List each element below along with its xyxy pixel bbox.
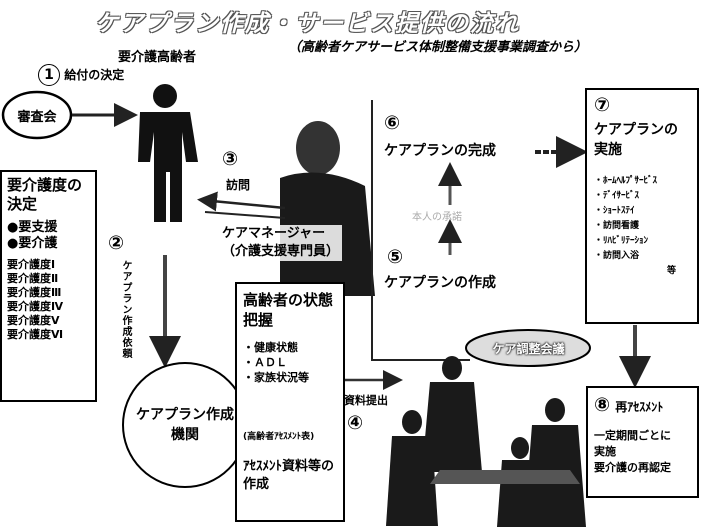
care-manager-icon — [280, 121, 375, 296]
level-item: 要介護度Ⅱ — [7, 272, 59, 285]
service-item: ・ﾃﾞｲｻｰﾋﾞｽ — [594, 191, 640, 201]
conference-people-icon — [386, 356, 586, 527]
reassess-line: 実施 — [594, 445, 616, 458]
service-item: ・ｼｮｰﾄｽﾃｲ — [594, 206, 635, 216]
step1-label: 給付の決定 — [64, 68, 125, 82]
assessment-footer: ｱｾｽﾒﾝﾄ資料等の作成 — [243, 459, 335, 492]
step8-title: 再ｱｾｽﾒﾝﾄ — [615, 400, 664, 414]
careplan-org-label: ケアプラン作成機関 — [136, 407, 234, 443]
service-item: ・訪問入浴 — [594, 251, 640, 261]
level-item: 要介護度Ⅵ — [7, 328, 64, 341]
step2-label: ケアプラン作成依頼 — [120, 260, 131, 359]
service-item: ・ﾘﾊﾋﾞﾘﾃｰｼｮﾝ — [594, 236, 649, 246]
decision-category-2: ●要介護 — [7, 236, 58, 251]
step5-label: ケアプランの作成 — [384, 275, 496, 291]
service-item: ・ﾎｰﾑﾍﾙﾌﾟｻｰﾋﾞｽ — [594, 176, 658, 186]
step5-number: ⑤ — [387, 246, 404, 268]
step7-number: ⑦ — [594, 94, 611, 116]
connector-manager-conference — [371, 100, 470, 361]
implement-box: ⑦ ケアプランの実施 ・ﾎｰﾑﾍﾙﾌﾟｻｰﾋﾞｽ ・ﾃﾞｲｻｰﾋﾞｽ ・ｼｮｰﾄ… — [585, 88, 699, 324]
elderly-label: 要介護高齢者 — [118, 50, 197, 65]
step6-number: ⑥ — [384, 112, 401, 134]
conference-label: ケア調整会議 — [492, 342, 565, 356]
step6-label: ケアプランの完成 — [384, 143, 496, 159]
service-item: ・訪問看護 — [594, 221, 640, 231]
assessment-item: ・健康状態 — [243, 341, 298, 354]
step3-label: 訪問 — [226, 178, 251, 192]
decision-title: 要介護度の決定 — [7, 176, 83, 213]
conference-oval — [465, 329, 591, 367]
service-etc: 等 — [666, 266, 676, 276]
assessment-note: (高齢者ｱｾｽﾒﾝﾄ表) — [243, 432, 315, 442]
level-item: 要介護度Ⅳ — [7, 300, 64, 313]
step8-number: ⑧ — [594, 394, 611, 416]
reassess-line: 要介護の再認定 — [594, 461, 671, 474]
decision-box: 要介護度の決定 ●要支援 ●要介護 要介護度Ⅰ 要介護度Ⅱ 要介護度Ⅲ 要介護度… — [0, 170, 97, 402]
step1-group: 1 給付の決定 — [38, 64, 124, 86]
reassess-line: 一定期間ごとに — [594, 429, 671, 442]
level-item: 要介護度Ⅴ — [7, 314, 60, 327]
step1-number: 1 — [38, 64, 60, 86]
elderly-person-icon — [138, 84, 198, 222]
assessment-title: 高齢者の状態把握 — [243, 291, 334, 329]
level-item: 要介護度Ⅰ — [7, 258, 56, 271]
diagram-subtitle: （高齢者ケアサービス体制整備支援事業調査から） — [288, 40, 588, 55]
step4-number: ④ — [347, 412, 364, 434]
consent-label: 本人の承諾 — [412, 212, 462, 223]
care-manager-label: ケアマネージャー（介護支援専門員） — [222, 225, 342, 261]
council-label: 審査会 — [17, 110, 57, 125]
diagram-title: ケアプラン作成・サービス提供の流れ — [95, 11, 520, 37]
assessment-item: ・ＡＤＬ — [243, 356, 287, 369]
decision-levels: 要介護度Ⅰ 要介護度Ⅱ 要介護度Ⅲ 要介護度Ⅳ 要介護度Ⅴ 要介護度Ⅵ — [7, 258, 90, 342]
council-oval — [1, 90, 73, 140]
decision-category-1: ●要支援 — [7, 220, 58, 235]
step4-label: 資料提出 — [344, 394, 388, 407]
assessment-box: 高齢者の状態把握 ・健康状態 ・ＡＤＬ ・家族状況等 (高齢者ｱｾｽﾒﾝﾄ表) … — [235, 282, 345, 522]
step7-title: ケアプランの実施 — [594, 122, 678, 158]
reassess-box: ⑧ 再ｱｾｽﾒﾝﾄ 一定期間ごとに 実施 要介護の再認定 — [586, 386, 699, 498]
assessment-item: ・家族状況等 — [243, 371, 309, 384]
step2-number: ② — [108, 232, 125, 254]
arrow-visit — [197, 191, 286, 212]
step3-number: ③ — [222, 148, 239, 170]
level-item: 要介護度Ⅲ — [7, 286, 62, 299]
